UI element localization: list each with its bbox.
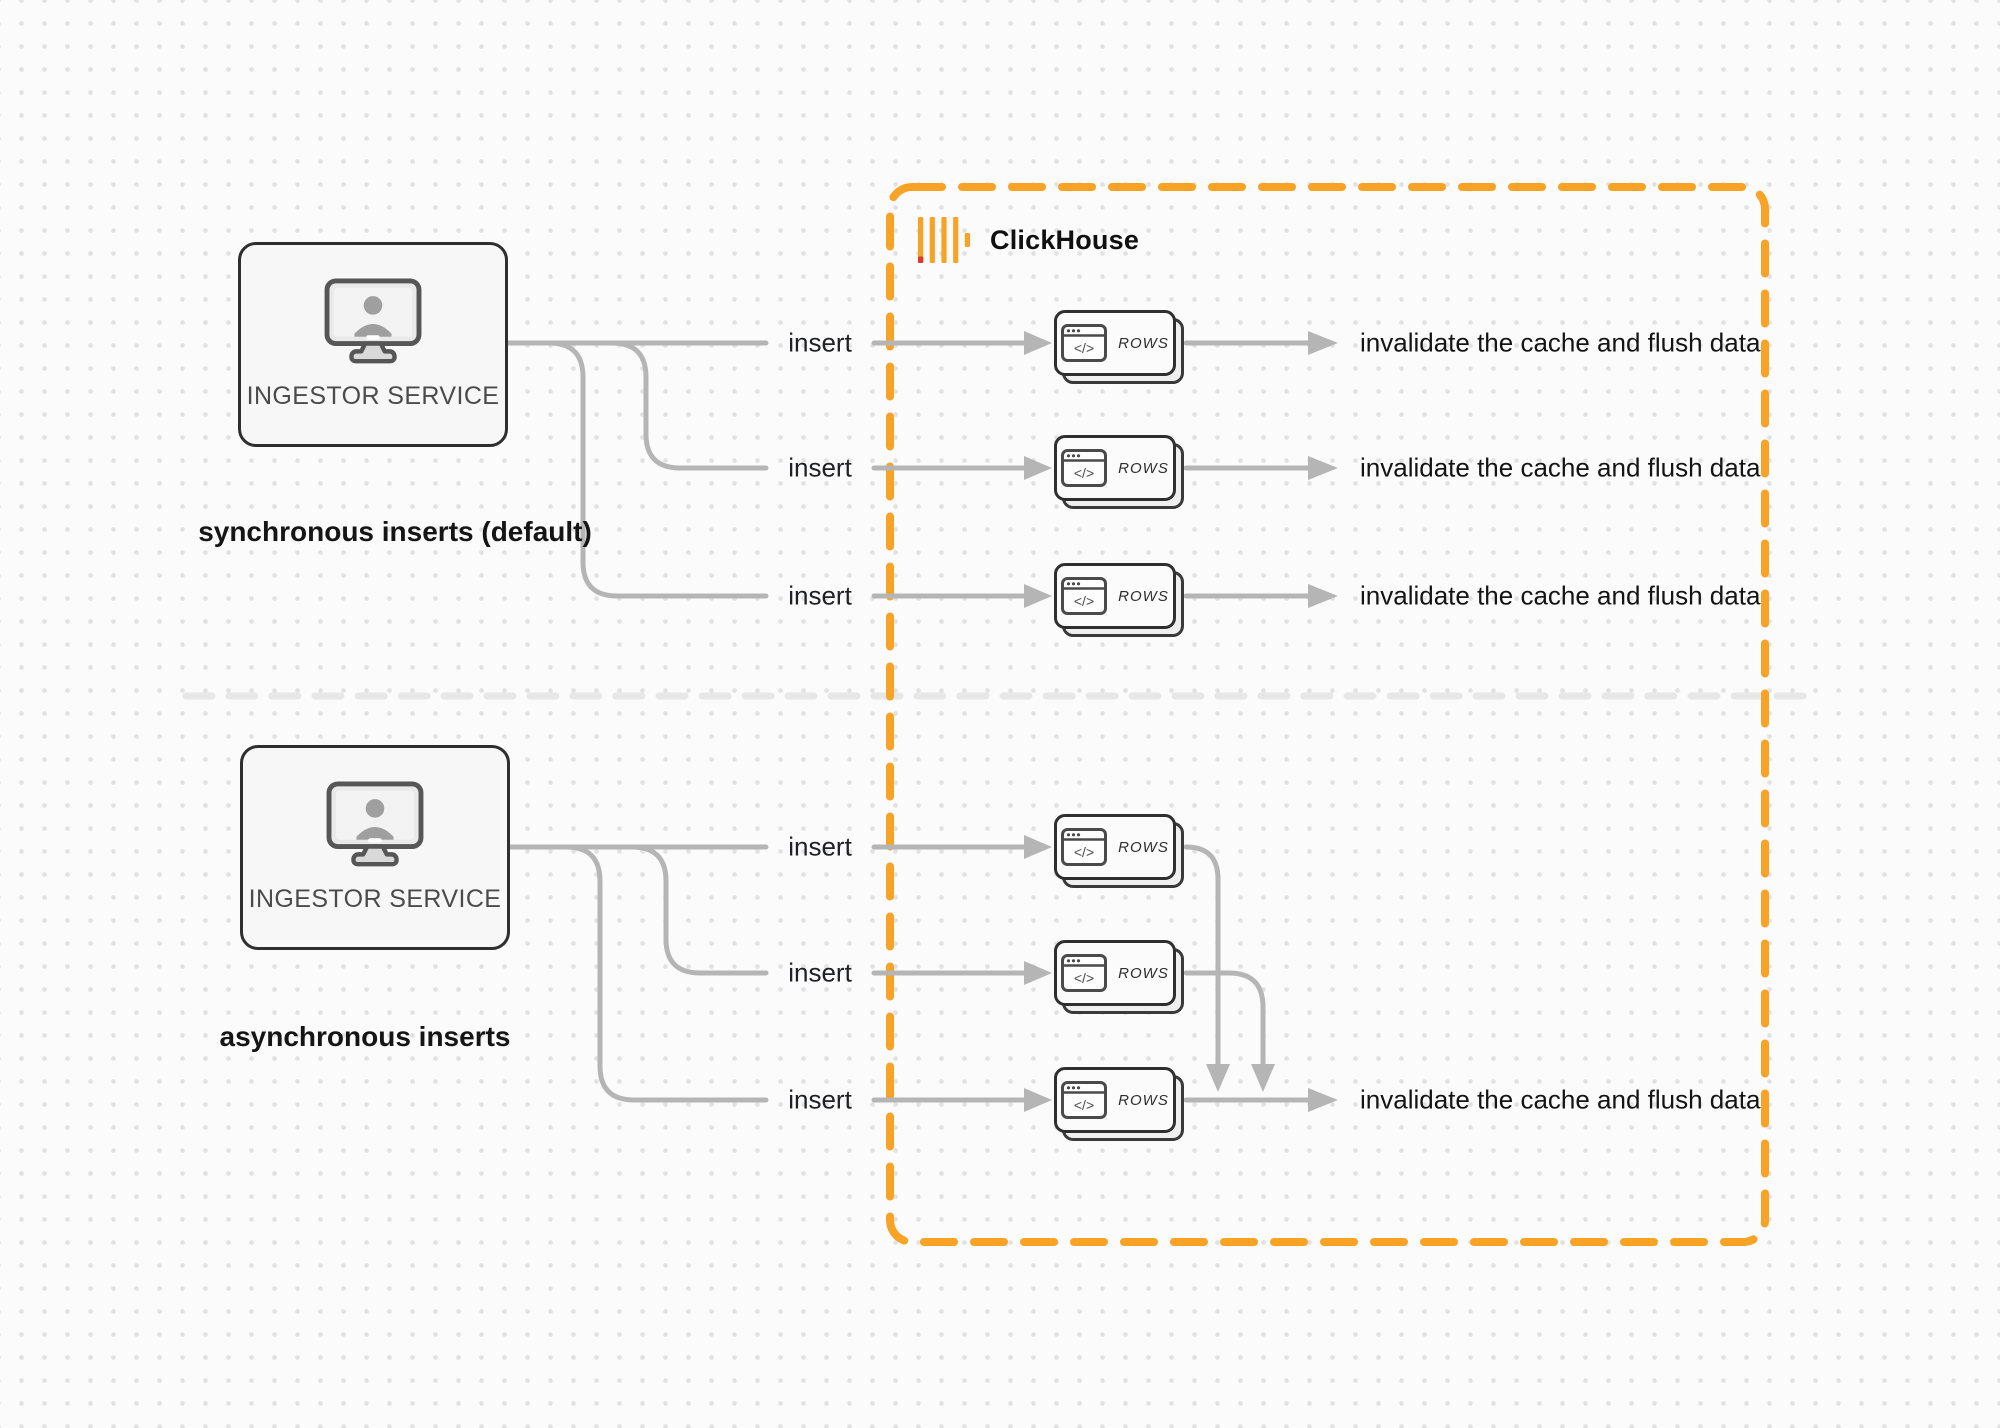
code-window-icon: </> — [1061, 324, 1108, 362]
sync-rows-node-3: </> ROWS — [1054, 563, 1184, 637]
sync-rows-node-2: </> ROWS — [1054, 435, 1184, 509]
async-service-label: INGESTOR SERVICE — [248, 885, 502, 913]
code-window-icon: </> — [1061, 828, 1108, 866]
svg-text:</>: </> — [1074, 1097, 1094, 1113]
async-converge-1 — [1183, 844, 1221, 1067]
sync-ingestor-service-box: INGESTOR SERVICE — [238, 242, 508, 447]
sync-service-label: INGESTOR SERVICE — [246, 382, 500, 410]
svg-text:</>: </> — [1074, 465, 1094, 481]
sync-result-label-2: invalidate the cache and flush data — [1360, 452, 1761, 483]
code-window-icon: </> — [1061, 954, 1108, 992]
clickhouse-label: ClickHouse — [990, 224, 1140, 255]
async-connectors — [504, 844, 1313, 1103]
sync-result-label-1: invalidate the cache and flush data — [1360, 327, 1761, 358]
rows-node-label: ROWS — [1118, 838, 1169, 856]
async-ingestor-service-box: INGESTOR SERVICE — [240, 745, 510, 950]
async-rows-node-3: </> ROWS — [1054, 1067, 1184, 1141]
svg-text:</>: </> — [1074, 844, 1094, 860]
rows-node-label: ROWS — [1118, 1091, 1169, 1109]
clickhouse-logo-red-mark — [918, 256, 924, 263]
sync-insert-label-1: insert — [788, 327, 852, 358]
sync-rows-node-1: </> ROWS — [1054, 310, 1184, 384]
monitor-user-icon — [324, 278, 422, 364]
async-result-label: invalidate the cache and flush data — [1360, 1084, 1761, 1115]
monitor-user-icon — [326, 781, 424, 867]
code-window-icon: </> — [1061, 449, 1108, 487]
sync-branch-row2 — [609, 340, 769, 471]
sync-branch-row3 — [546, 340, 769, 599]
async-insert-label-3: insert — [788, 1084, 852, 1115]
async-insert-label-2: insert — [788, 957, 852, 988]
clickhouse-brand: ClickHouse — [918, 216, 1139, 264]
async-rows-node-1: </> ROWS — [1054, 814, 1184, 888]
svg-text:</>: </> — [1074, 593, 1094, 609]
rows-node-label: ROWS — [1118, 587, 1169, 605]
clickhouse-logo-icon — [918, 217, 970, 263]
async-converge-2 — [1183, 970, 1266, 1067]
rows-node-label: ROWS — [1118, 459, 1169, 477]
async-rows-node-2: </> ROWS — [1054, 940, 1184, 1014]
svg-text:</>: </> — [1074, 970, 1094, 986]
sync-insert-label-2: insert — [788, 452, 852, 483]
rows-node-label: ROWS — [1118, 964, 1169, 982]
rows-node-label: ROWS — [1118, 334, 1169, 352]
code-window-icon: </> — [1061, 1081, 1108, 1119]
svg-text:</>: </> — [1074, 340, 1094, 356]
sync-result-label-3: invalidate the cache and flush data — [1360, 580, 1761, 611]
code-window-icon: </> — [1061, 577, 1108, 615]
sync-insert-label-3: insert — [788, 580, 852, 611]
sync-caption: synchronous inserts (default) — [198, 516, 592, 547]
async-branch-row2 — [629, 844, 769, 976]
sync-connectors — [505, 340, 1313, 599]
async-caption: asynchronous inserts — [219, 1021, 511, 1052]
async-insert-label-1: insert — [788, 831, 852, 862]
async-branch-row3 — [563, 844, 769, 1103]
